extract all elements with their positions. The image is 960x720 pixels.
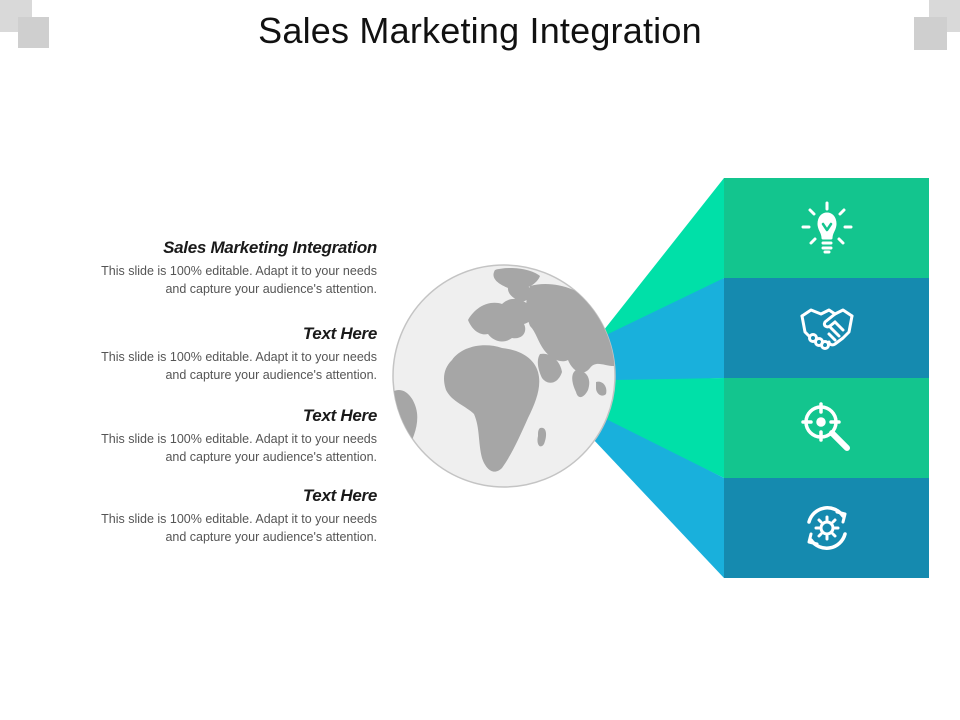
text-block-line: and capture your audience's attention. bbox=[165, 368, 377, 382]
text-block-body: This slide is 100% editable. Adapt it to… bbox=[40, 348, 377, 384]
beam-1 bbox=[596, 178, 724, 362]
lightbulb-icon bbox=[801, 201, 852, 254]
beam-4 bbox=[592, 418, 724, 578]
panel-4 bbox=[724, 478, 929, 578]
text-block-heading: Text Here bbox=[302, 324, 377, 343]
panel-1 bbox=[724, 178, 929, 278]
text-block-heading: Text Here bbox=[302, 486, 377, 505]
text-block-line: and capture your audience's attention. bbox=[165, 530, 377, 544]
text-block-line: This slide is 100% editable. Adapt it to… bbox=[101, 350, 377, 364]
text-block-line: This slide is 100% editable. Adapt it to… bbox=[101, 264, 377, 278]
beam-2 bbox=[604, 278, 724, 382]
text-block-3: Text Here This slide is 100% editable. A… bbox=[40, 406, 377, 466]
cycle-gear-icon bbox=[806, 506, 847, 550]
panel-2 bbox=[724, 278, 929, 378]
target-search-icon bbox=[800, 402, 850, 451]
text-block-1: Sales Marketing Integration This slide i… bbox=[40, 238, 377, 298]
corner-square-top-right-front bbox=[914, 17, 947, 50]
panel-3 bbox=[724, 378, 929, 478]
text-block-line: and capture your audience's attention. bbox=[165, 450, 377, 464]
text-block-4: Text Here This slide is 100% editable. A… bbox=[40, 486, 377, 546]
text-block-body: This slide is 100% editable. Adapt it to… bbox=[40, 510, 377, 546]
slide-title: Sales Marketing Integration bbox=[258, 10, 702, 51]
text-block-body: This slide is 100% editable. Adapt it to… bbox=[40, 262, 377, 298]
text-block-line: This slide is 100% editable. Adapt it to… bbox=[101, 432, 377, 446]
corner-square-top-left-front bbox=[18, 17, 49, 48]
text-block-heading: Sales Marketing Integration bbox=[163, 238, 377, 257]
globe-continents bbox=[393, 268, 615, 472]
text-block-heading: Text Here bbox=[302, 406, 377, 425]
text-block-line: and capture your audience's attention. bbox=[165, 282, 377, 296]
text-block-line: This slide is 100% editable. Adapt it to… bbox=[101, 512, 377, 526]
text-block-body: This slide is 100% editable. Adapt it to… bbox=[40, 430, 377, 466]
text-block-2: Text Here This slide is 100% editable. A… bbox=[40, 324, 377, 384]
handshake-icon bbox=[800, 308, 853, 350]
globe-icon bbox=[392, 264, 616, 488]
beam-3 bbox=[604, 378, 724, 478]
